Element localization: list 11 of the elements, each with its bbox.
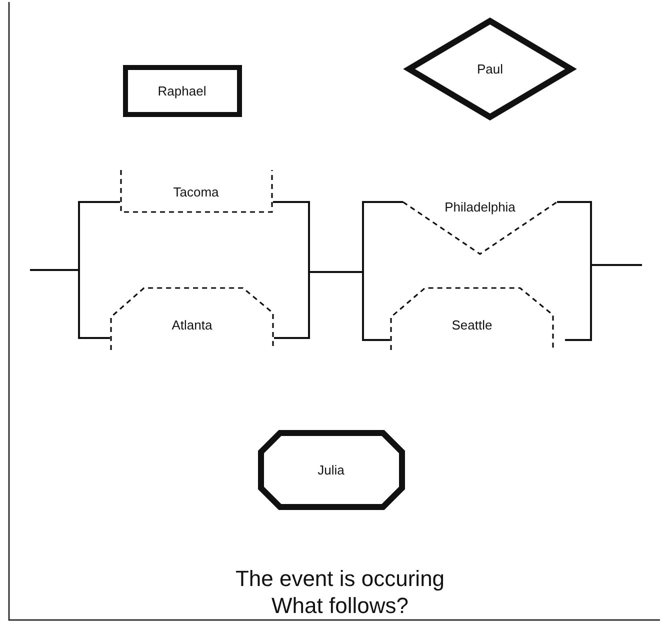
connector-line xyxy=(592,264,642,266)
node-label: Paul xyxy=(476,62,504,76)
node-label: Tacoma xyxy=(173,184,219,200)
node-label: Seattle xyxy=(452,318,492,332)
connector-line xyxy=(310,271,362,273)
node-label: Raphael xyxy=(158,84,206,98)
node-label: Philadelphia xyxy=(444,200,516,214)
node-label: Atlanta xyxy=(172,318,212,332)
caption-text: The event is occuring What follows? xyxy=(234,565,446,619)
connector-line xyxy=(30,269,78,271)
node-label: Julia xyxy=(318,462,344,478)
